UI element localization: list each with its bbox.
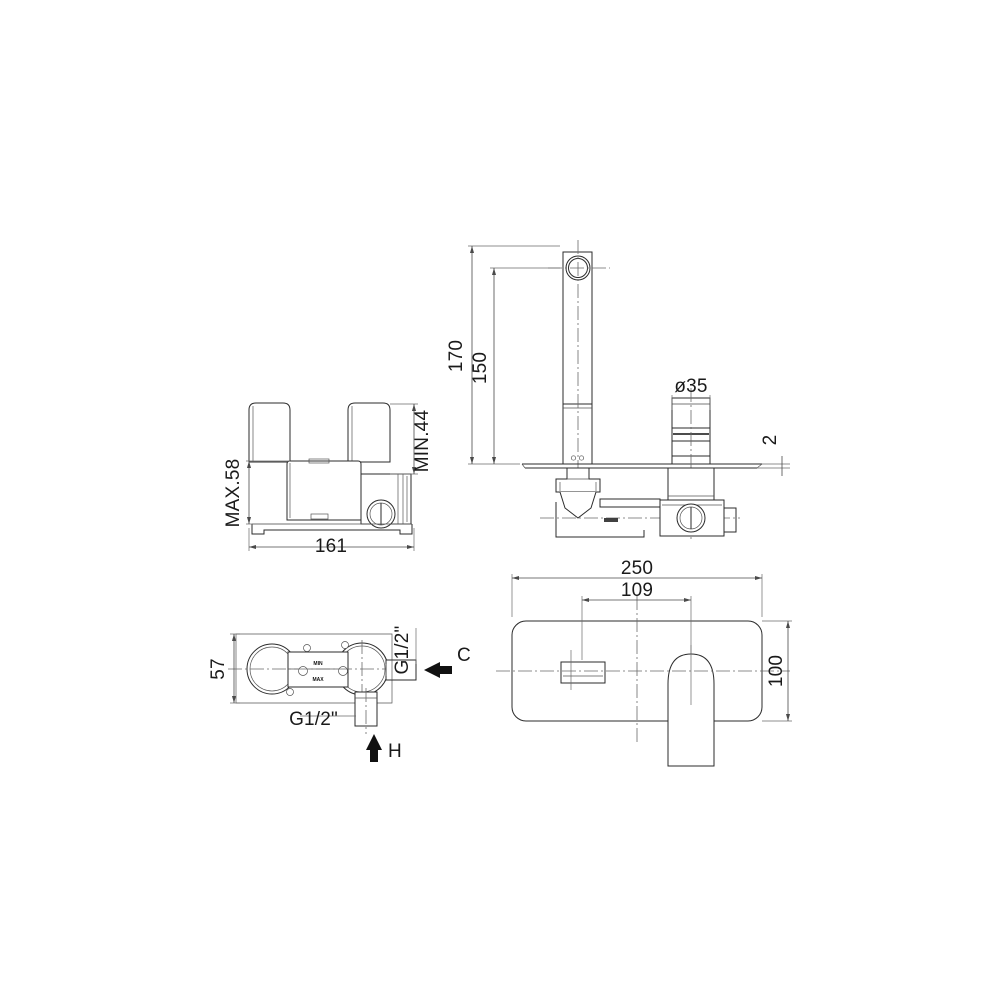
dim-161: 161 [248, 528, 415, 557]
inlet-marker-hot: H [366, 734, 402, 762]
view-face-plan: 250 109 100 [496, 558, 792, 767]
dim-label-100: 100 [766, 655, 787, 687]
dim-label-150: 150 [470, 352, 491, 384]
dim-label-min-44: MIN.44 [412, 410, 433, 473]
side-central-body [286, 458, 362, 521]
dim-170: 170 [446, 245, 560, 465]
dim-109: 109 [581, 580, 692, 660]
label-thread-cold: G1/2" [392, 626, 417, 675]
cartridge-mark-min: MIN [313, 661, 323, 667]
cartridge-mark-max: MAX [312, 677, 324, 683]
front-wall-plate [521, 463, 763, 469]
view-body-plan: MIN MAX 57 [208, 626, 471, 762]
dim-dia-35: ø35 [671, 376, 711, 410]
dim-label-thickness-2: 2 [760, 435, 781, 446]
front-concealed-body [540, 498, 740, 538]
front-spout-column [548, 240, 610, 498]
dim-label-dia-35: ø35 [674, 376, 707, 397]
dim-label-max-58: MAX.58 [223, 459, 244, 528]
dim-max-58: MAX.58 [223, 459, 290, 528]
side-right-handle [347, 402, 391, 463]
front-handle-cylinder [667, 388, 715, 540]
side-valve-cylinder [360, 473, 412, 529]
dim-label-161: 161 [315, 536, 347, 557]
side-left-handle [248, 402, 291, 463]
dim-250: 250 [511, 558, 763, 617]
body-cold-inlet [385, 659, 417, 681]
inlet-marker-cold: C [424, 645, 471, 678]
view-side-elevation: MAX.58 MIN.44 161 [223, 402, 433, 557]
dim-label-109: 109 [621, 580, 653, 601]
front-spout-connector [555, 467, 601, 519]
dim-min-44: MIN.44 [390, 403, 433, 475]
dim-100: 100 [762, 620, 792, 722]
view-front-elevation: 170 150 ø35 2 [446, 240, 790, 540]
body-bridge: MIN MAX [228, 641, 400, 696]
dim-label-250: 250 [621, 558, 653, 579]
dim-57: 57 [208, 633, 240, 704]
dim-150: 150 [470, 267, 560, 464]
face-lever-handle [560, 650, 606, 690]
body-hot-inlet [354, 688, 378, 734]
face-spout-outline [667, 645, 715, 767]
dim-label-170: 170 [446, 340, 467, 372]
thread-label-cold: G1/2" [392, 626, 413, 675]
inlet-label-hot: H [388, 741, 402, 762]
thread-label-hot: G1/2" [289, 709, 338, 730]
dim-thickness-2: 2 [757, 435, 790, 476]
label-thread-hot: G1/2" [289, 709, 356, 730]
inlet-label-cold: C [457, 645, 471, 666]
dim-label-57: 57 [208, 658, 229, 680]
